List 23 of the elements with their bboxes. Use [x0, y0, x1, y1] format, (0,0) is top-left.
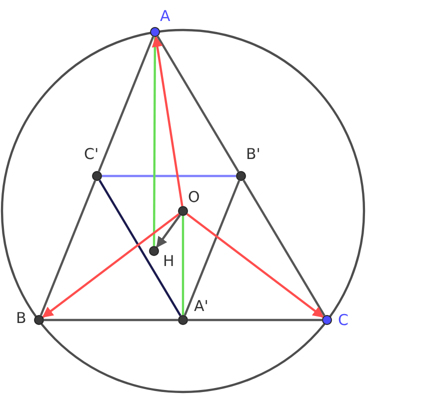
arrow — [156, 214, 181, 248]
line-segment — [182, 216, 184, 315]
line-segment — [40, 180, 96, 316]
line-segment — [102, 174, 236, 178]
point-label: H — [163, 252, 174, 270]
point-label: O — [188, 188, 200, 206]
line-segment — [98, 180, 182, 316]
line-segment — [44, 318, 178, 322]
point-label: B' — [246, 145, 260, 163]
arrow — [42, 213, 180, 318]
point-label: B — [16, 309, 26, 327]
arrow — [152, 36, 184, 206]
line-segment — [152, 37, 156, 246]
line-segment — [156, 36, 240, 172]
point-label: A' — [194, 297, 208, 315]
line-segment — [184, 180, 240, 316]
point-label: C' — [84, 145, 99, 163]
line-segment — [242, 180, 326, 316]
line-segment — [98, 36, 154, 172]
line-segment — [188, 318, 322, 322]
arrow — [186, 213, 324, 318]
point-label: C — [338, 311, 348, 329]
point-label: A — [160, 7, 170, 25]
